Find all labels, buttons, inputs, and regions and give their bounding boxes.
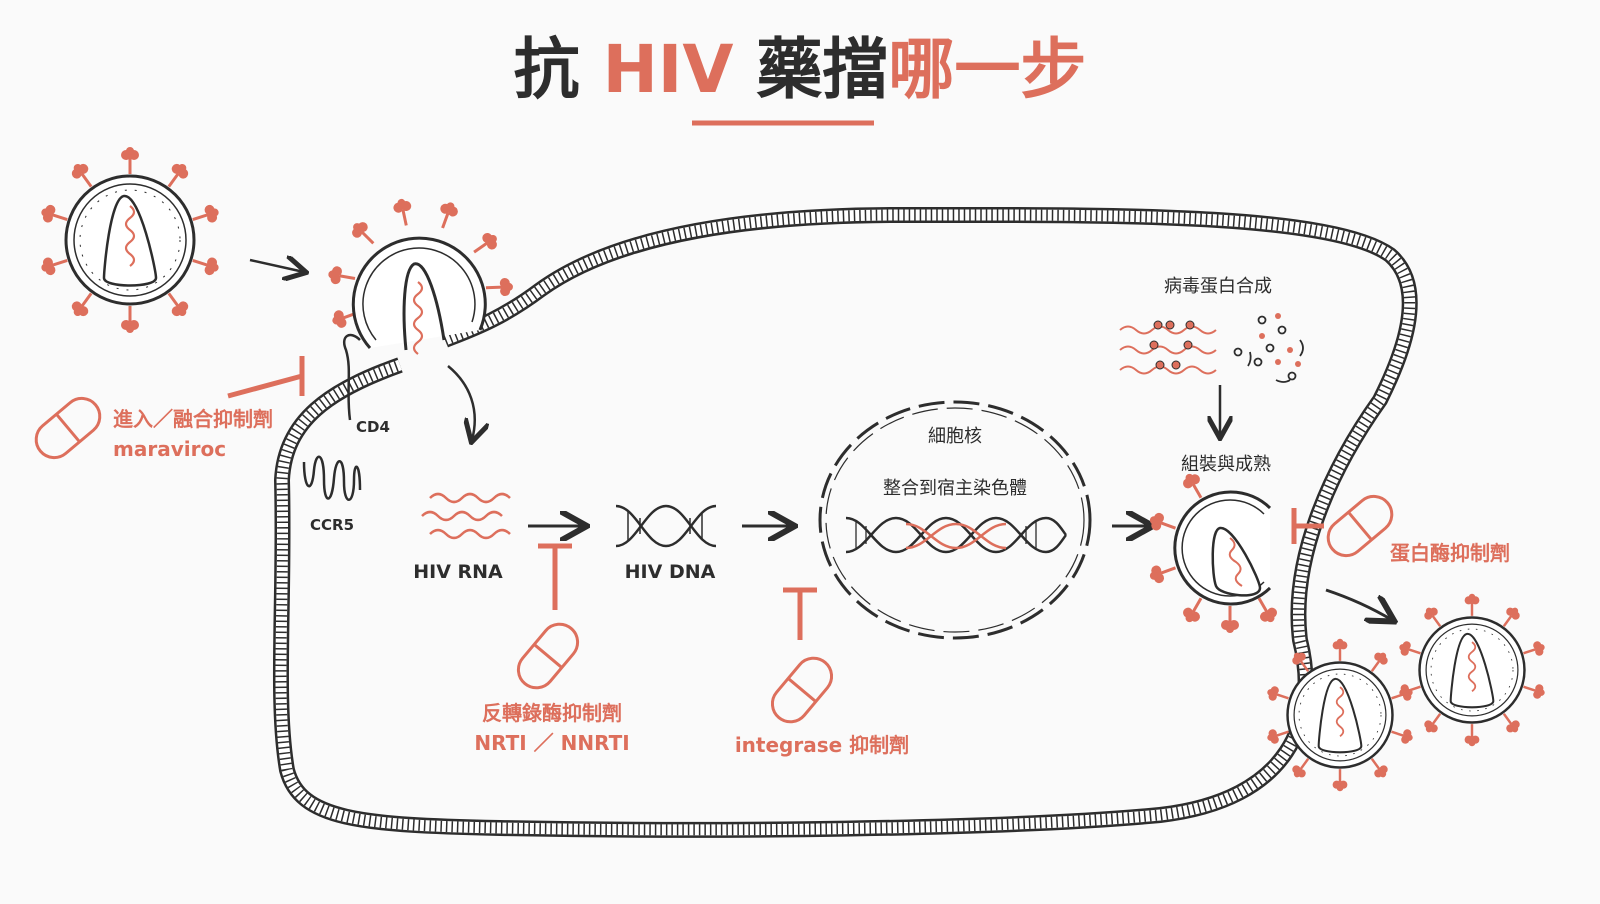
- host-cell-membrane: [272, 206, 1418, 838]
- rt-inhibitor-name: 反轉錄酶抑制劑: [482, 701, 622, 725]
- assembly-label: 組裝與成熟: [1181, 454, 1271, 475]
- ccr5-coreceptor: [302, 455, 362, 501]
- mature-virion-1: [1395, 592, 1549, 748]
- hiv-rna-label: HIV RNA: [413, 561, 503, 583]
- diagram-title: 抗 HIV 藥擋哪一步: [514, 31, 1087, 108]
- hiv-rna-strands: [421, 492, 511, 540]
- protein-synthesis-icon: [1119, 313, 1304, 383]
- budding-virion: [1145, 468, 1282, 635]
- integrase-pill-icon: [763, 649, 841, 731]
- release-arrow: [1325, 588, 1392, 620]
- host-chromosome-helix: [845, 516, 1067, 554]
- protein-synthesis-label: 病毒蛋白合成: [1164, 276, 1272, 297]
- protease-pill-icon: [1319, 487, 1401, 565]
- rt-inhibitor-example: NRTI ／ NNRTI: [474, 731, 629, 755]
- cd4-label: CD4: [356, 418, 390, 436]
- fusing-virion: [325, 195, 515, 355]
- mature-virion-2: [1263, 637, 1417, 793]
- title-part-4: 哪一步: [888, 31, 1086, 108]
- free-virion: [37, 145, 223, 335]
- hiv-dna-helix: [615, 504, 717, 548]
- nucleus-label: 細胞核: [928, 426, 982, 447]
- entry-block-line: [227, 373, 303, 399]
- integration-label: 整合到宿主染色體: [883, 478, 1027, 499]
- rna-release-arrow: [447, 365, 475, 440]
- rt-pill-icon: [509, 615, 587, 697]
- hiv-dna-label: HIV DNA: [625, 561, 716, 583]
- title-part-1: 抗: [514, 31, 603, 108]
- title-part-hiv: HIV: [603, 31, 734, 108]
- approach-arrow: [249, 260, 304, 272]
- entry-pill-icon: [27, 389, 109, 467]
- nucleus-envelope: [818, 400, 1092, 640]
- entry-inhibitor-example: maraviroc: [113, 437, 226, 461]
- integrase-inhibitor-label: integrase 抑制劑: [735, 733, 909, 757]
- ccr5-label: CCR5: [310, 516, 354, 534]
- protease-inhibitor-label: 蛋白酶抑制劑: [1390, 541, 1510, 565]
- title-part-3: 藥擋: [733, 31, 888, 108]
- entry-inhibitor-name: 進入／融合抑制劑: [113, 407, 273, 431]
- cd4-receptor: [343, 333, 361, 421]
